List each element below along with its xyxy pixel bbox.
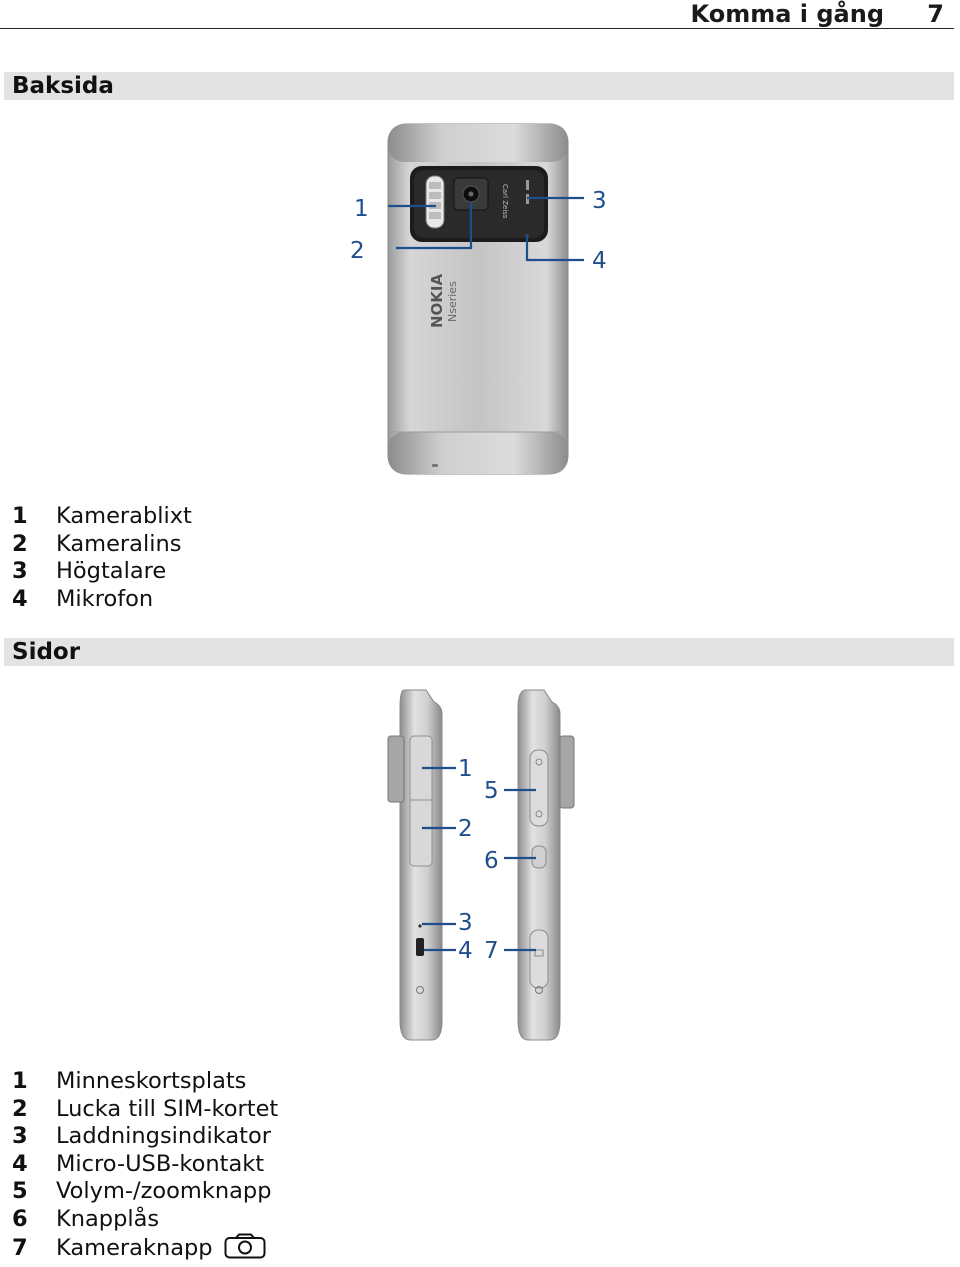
flash-icon <box>425 175 445 229</box>
callout-3: 3 <box>592 188 607 214</box>
bottom-cap <box>388 432 568 474</box>
callout-1: 1 <box>354 196 369 222</box>
callout-2: 2 <box>458 816 473 842</box>
lens-text: Carl Zeiss <box>501 184 509 219</box>
nokia-logo: NOKIA <box>428 273 446 328</box>
section-title: Baksida <box>12 73 114 99</box>
callout-7: 7 <box>484 938 499 964</box>
side-view-right <box>517 689 575 1041</box>
callout-6: 6 <box>484 848 499 874</box>
nseries-logo: Nseries <box>446 281 459 322</box>
callout-2: 2 <box>350 238 365 264</box>
camera-icon <box>224 1233 266 1267</box>
callout-4: 4 <box>592 248 607 274</box>
side-view-left <box>387 689 443 1041</box>
callout-1: 1 <box>458 756 473 782</box>
charging-indicator-icon <box>418 924 422 928</box>
top-cap <box>388 124 568 162</box>
running-header: Komma i gång 7 <box>0 0 954 29</box>
callout-3: 3 <box>458 910 473 936</box>
section-title: Sidor <box>12 639 81 665</box>
callout-5: 5 <box>484 778 499 804</box>
page-number: 7 <box>927 0 944 28</box>
phone-back-figure: Carl Zeiss NOKIA Nseries 1 2 3 4 <box>350 123 607 475</box>
section-heading-sides: Sidor <box>4 638 954 666</box>
callout-4: 4 <box>458 938 473 964</box>
micro-usb-icon <box>416 938 424 956</box>
section-heading-back: Baksida <box>4 72 954 100</box>
chapter-title: Komma i gång <box>690 0 884 28</box>
camera-key <box>529 929 549 989</box>
volume-key <box>529 749 549 827</box>
phone-sides-figure: 1 2 3 4 5 6 7 <box>387 689 575 1041</box>
